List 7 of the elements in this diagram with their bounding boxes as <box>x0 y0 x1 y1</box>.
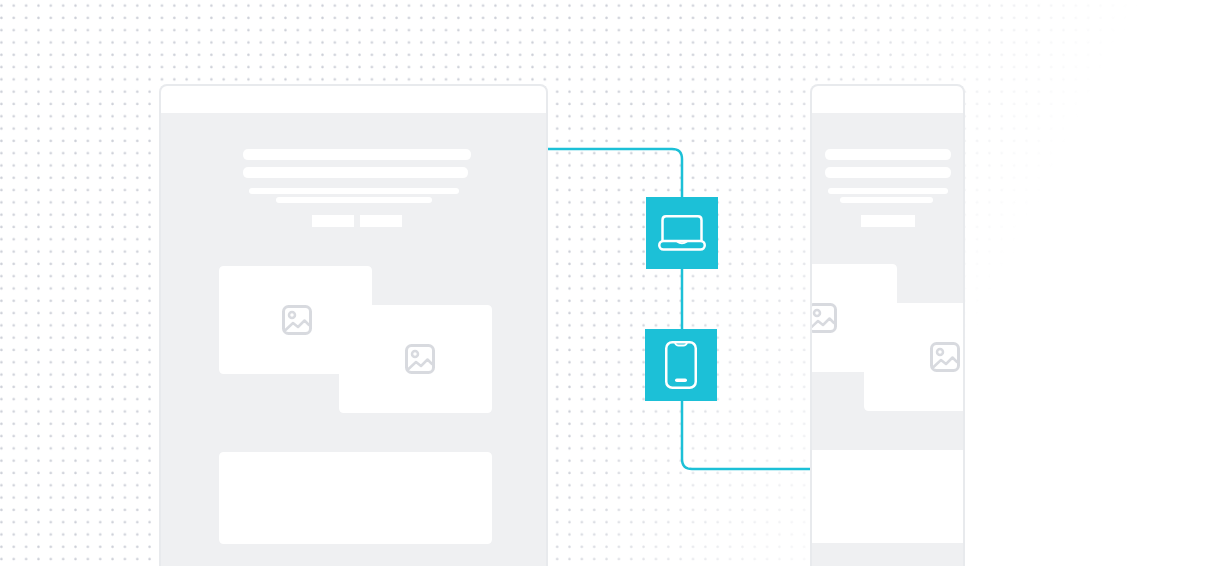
page-wireframe <box>810 84 965 566</box>
device-tile <box>646 197 718 269</box>
page-wireframe <box>159 84 548 566</box>
device-tile <box>645 329 717 401</box>
connector-line <box>680 269 684 329</box>
connector-line <box>680 401 810 471</box>
connector-line <box>548 147 684 197</box>
